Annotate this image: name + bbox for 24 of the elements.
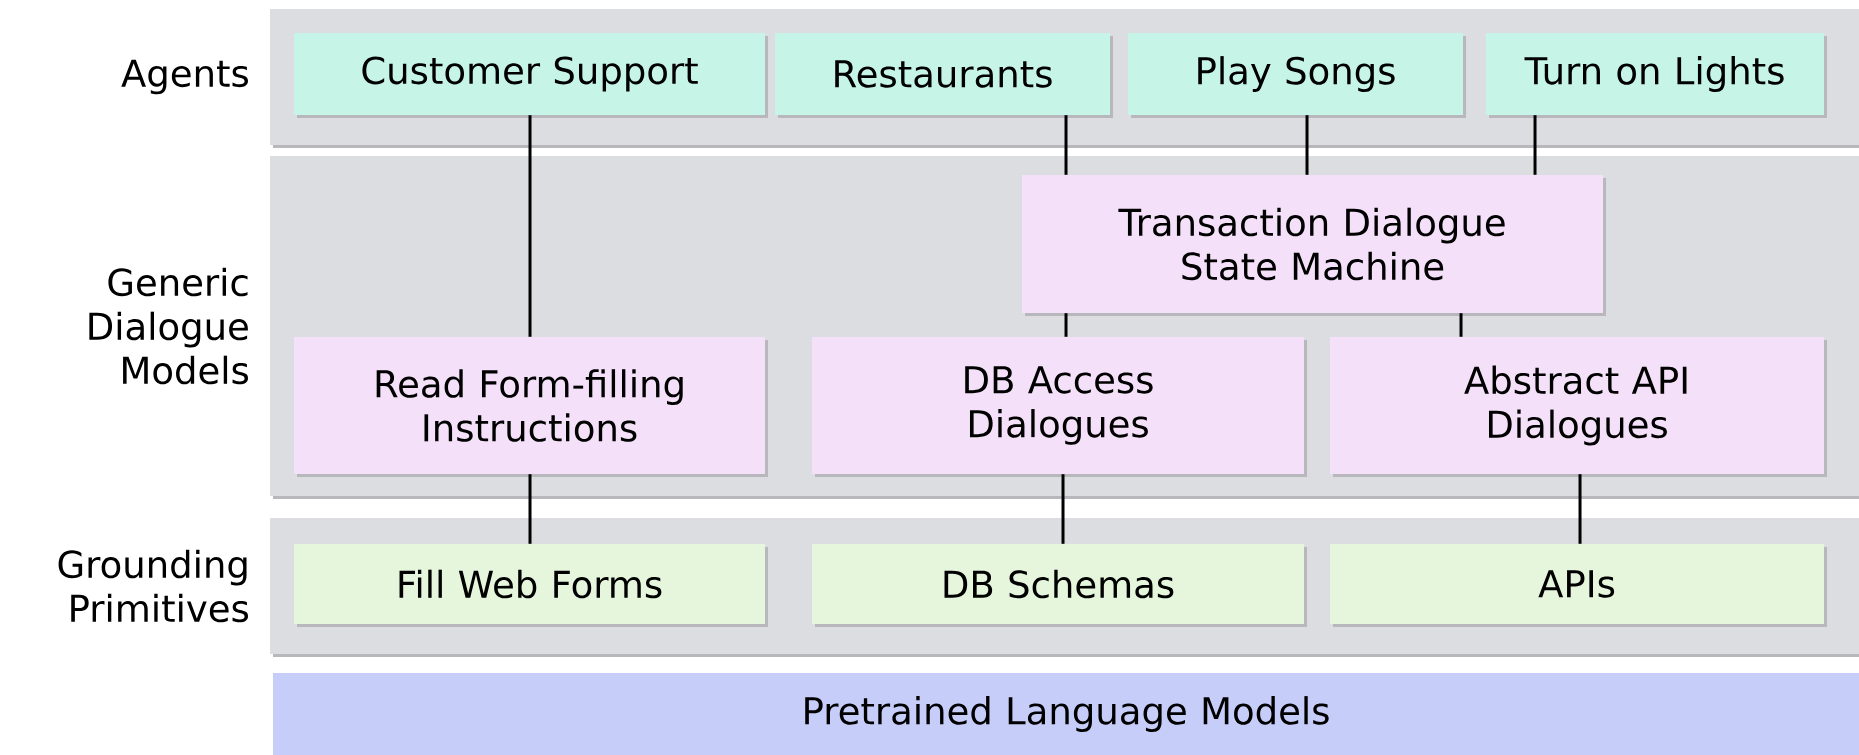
connector-line: [1533, 115, 1537, 175]
dialogue-model-box: Abstract API Dialogues: [1330, 337, 1828, 477]
layer-label: Grounding Primitives: [58, 549, 248, 623]
agent-box: Restaurants: [775, 33, 1113, 118]
dialogue-model-box: Transaction Dialogue State Machine: [1022, 175, 1606, 316]
connector-line: [528, 474, 532, 544]
connector-line: [1578, 474, 1582, 544]
layer-label: Generic Dialogue Models: [89, 267, 248, 385]
agent-box: Play Songs: [1128, 33, 1466, 118]
primitive-box: APIs: [1330, 544, 1828, 627]
primitive-box: Fill Web Forms: [294, 544, 768, 627]
connector-line: [1064, 313, 1068, 337]
connector-line: [1064, 115, 1068, 175]
connector-line: [1061, 474, 1065, 544]
foundation-bar: Pretrained Language Models: [273, 673, 1859, 755]
agent-box: Turn on Lights: [1486, 33, 1828, 118]
layer-label: Agents: [121, 59, 248, 95]
connector-line: [1305, 115, 1309, 175]
agent-box: Customer Support: [294, 33, 768, 118]
primitive-box: DB Schemas: [812, 544, 1307, 627]
dialogue-model-box: DB Access Dialogues: [812, 337, 1307, 477]
connector-line: [1459, 313, 1463, 337]
connector-line: [528, 115, 532, 337]
dialogue-model-box: Read Form-filling Instructions: [294, 337, 768, 477]
